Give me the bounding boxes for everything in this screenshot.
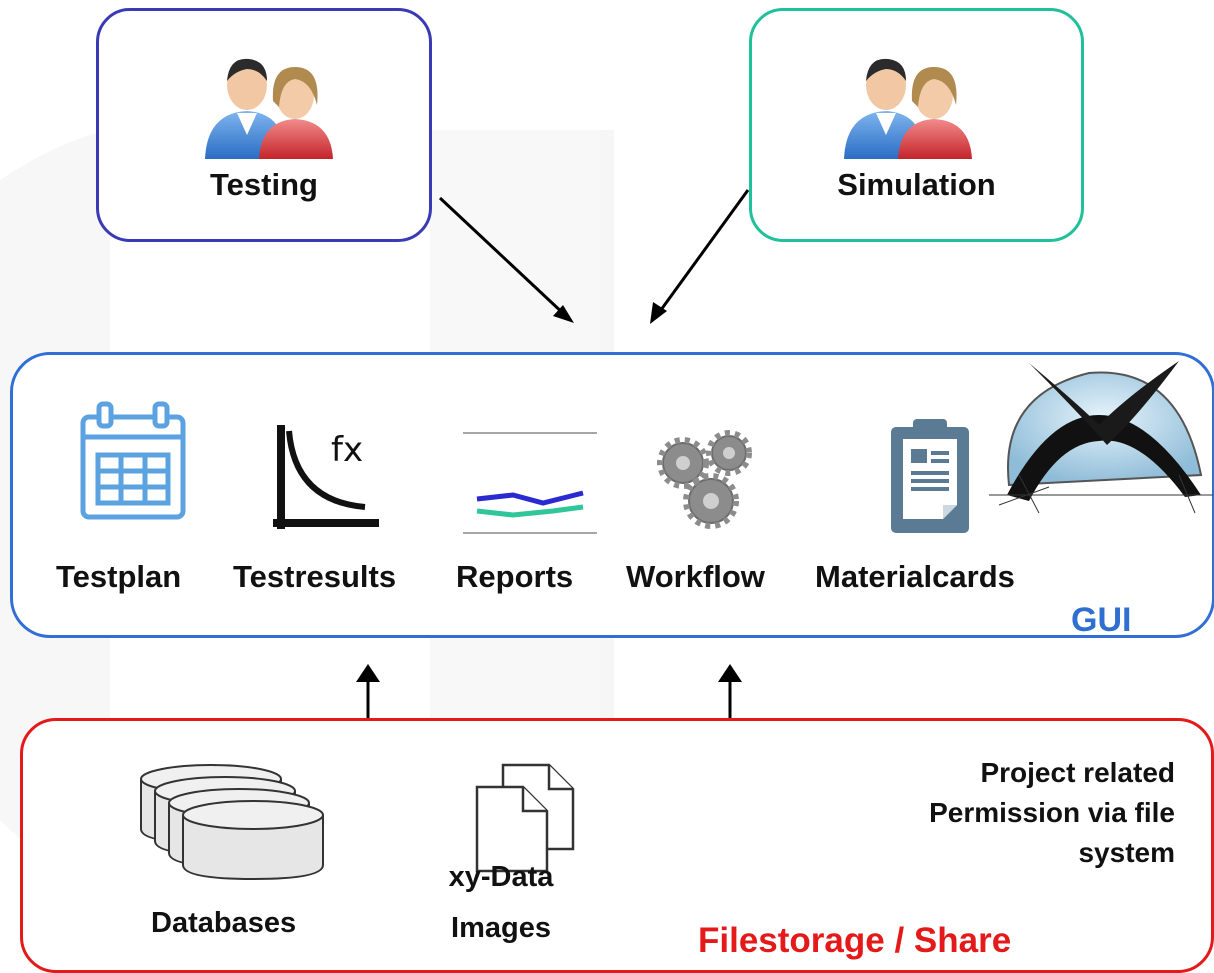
module-label-testresults[interactable]: Testresults [233, 559, 397, 594]
function-curve-icon[interactable]: fx [269, 421, 389, 541]
testing-label: Testing [210, 167, 318, 202]
gui-box: fx [10, 352, 1214, 639]
storage-note-line3: system [1078, 837, 1175, 868]
storage-box: Databases xy-Data Images Project related… [20, 718, 1214, 973]
users-icon [844, 58, 972, 159]
gui-label: GUI [1071, 601, 1132, 639]
module-label-materialcards[interactable]: Materialcards [815, 559, 1015, 594]
databases-label: Databases [151, 907, 297, 939]
module-label-workflow[interactable]: Workflow [626, 559, 765, 594]
databases-icon [140, 764, 324, 881]
files-label-line1: xy-Data [448, 861, 554, 893]
documents-icon [475, 763, 575, 873]
module-label-testplan[interactable]: Testplan [56, 559, 182, 594]
sketch-logo [989, 361, 1213, 514]
simulation-label: Simulation [837, 167, 996, 202]
svg-text:fx: fx [331, 430, 363, 470]
calendar-icon[interactable] [73, 399, 203, 529]
users-icon [205, 58, 333, 159]
gears-icon[interactable] [653, 429, 763, 539]
simulation-box: Simulation [749, 8, 1084, 242]
files-label-line2: Images [451, 912, 551, 944]
storage-label: Filestorage / Share [698, 921, 1012, 960]
line-chart-icon[interactable] [463, 429, 603, 539]
storage-note-line1: Project related [980, 757, 1175, 788]
simulation-to-gui-arrow [656, 189, 750, 315]
module-label-reports[interactable]: Reports [456, 559, 574, 594]
clipboard-icon[interactable] [885, 417, 975, 537]
testing-to-gui-arrow [438, 196, 568, 318]
storage-note-line2: Permission via file [929, 797, 1175, 828]
testing-box: Testing [96, 8, 432, 242]
